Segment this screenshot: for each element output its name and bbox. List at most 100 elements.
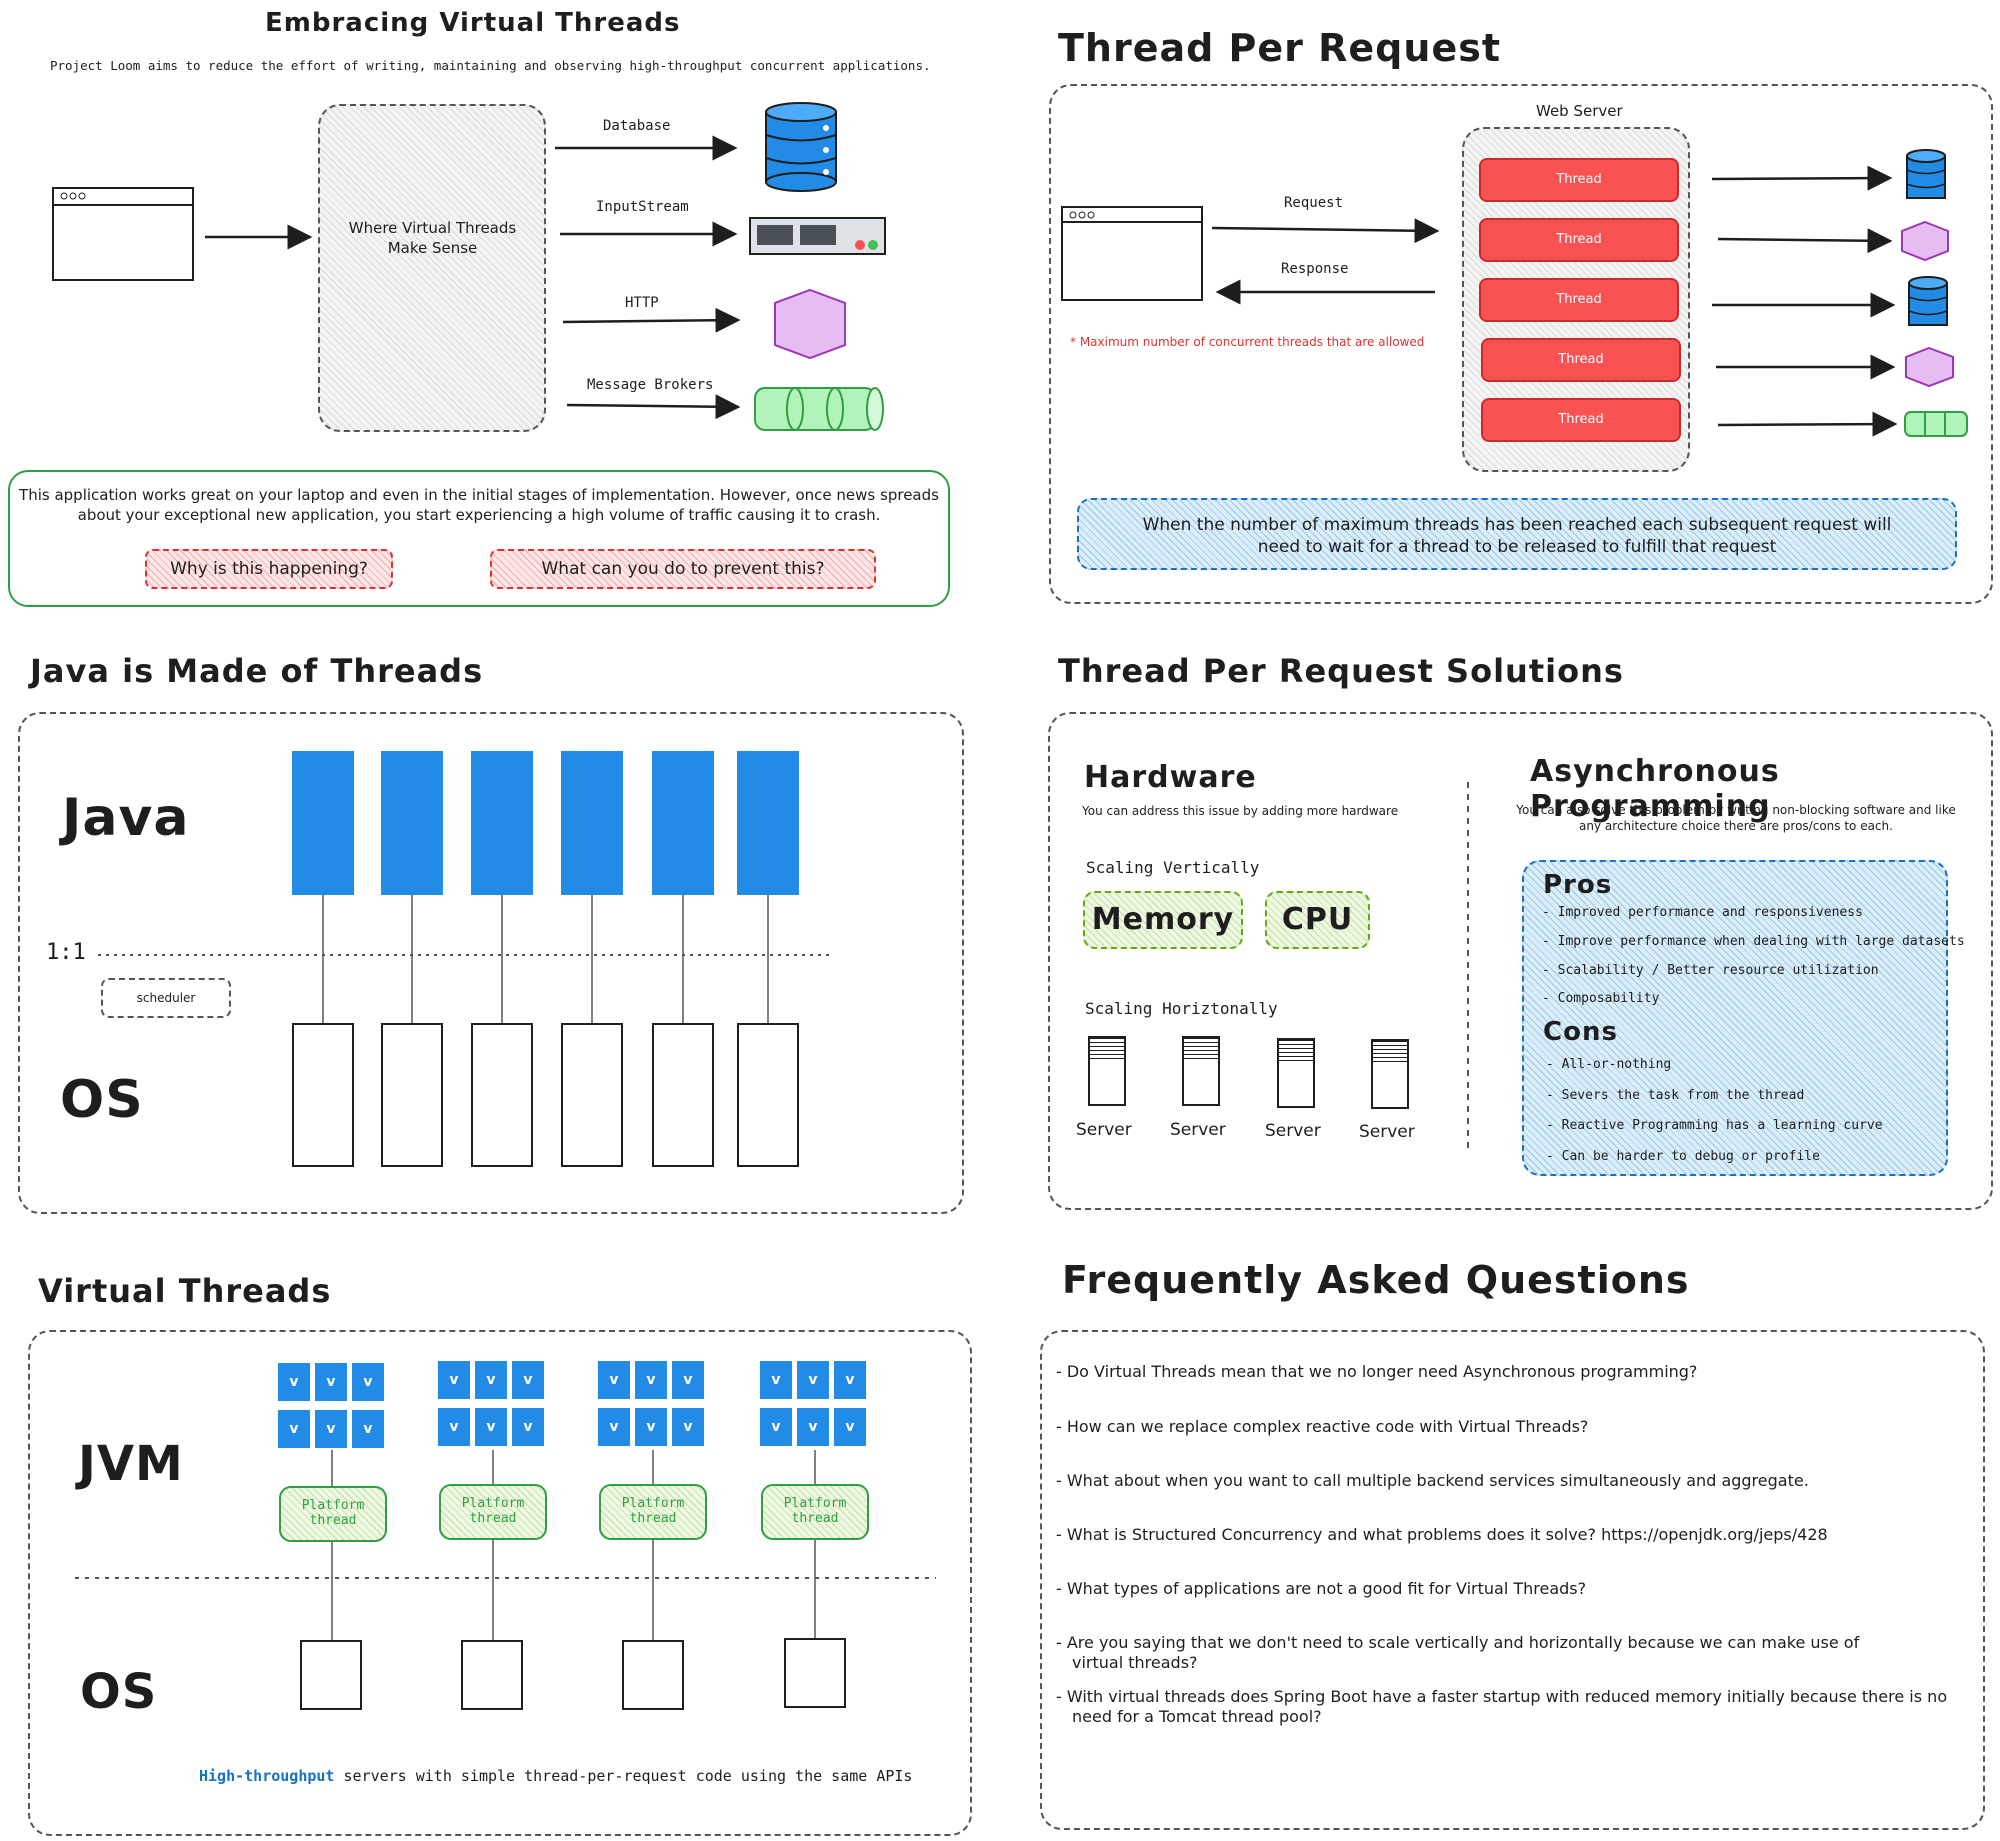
java-thread-2 [381,751,443,895]
virtual-thread: v [475,1408,507,1446]
async-subtitle: You can also solve this problem by writi… [1516,803,1956,833]
thread-2: Thread [1479,218,1679,262]
server-label-4: Server [1359,1122,1415,1142]
async-title: Asynchronous Programming [1530,754,1780,824]
virtual-thread: v [598,1408,630,1446]
faq-item-7-cont: need for a Tomcat thread pool? [1072,1707,1322,1726]
question-why: Why is this happening? [145,549,393,589]
os-thread-1 [292,1023,354,1167]
virtual-thread: v [315,1410,347,1448]
thread-3: Thread [1479,278,1679,322]
label-message-brokers: Message Brokers [587,377,714,393]
server-icon-4 [1371,1039,1409,1109]
virtual-footer: High-throughput servers with simple thre… [199,1767,912,1785]
virtual-thread: v [834,1361,866,1399]
virtual-thread: v [438,1361,470,1399]
platform-thread-2: Platform thread [439,1484,547,1540]
server-icon-1 [1088,1036,1126,1106]
cpu-chip: CPU [1265,891,1370,949]
java-thread-1 [292,751,354,895]
virtual-thread: v [635,1408,667,1446]
footer-rest: servers with simple thread-per-request c… [334,1767,913,1785]
thread-4: Thread [1481,338,1681,382]
virtual-thread: v [512,1361,544,1399]
footer-highlight: High-throughput [199,1767,335,1785]
client-browser-icon [1061,206,1203,301]
os-thread-box-1 [300,1640,362,1710]
faq-item-6-cont: virtual threads? [1072,1653,1198,1672]
solutions-panel [1048,712,1993,1210]
request-arrow [1211,218,1440,244]
scaling-vertically-label: Scaling Vertically [1086,858,1260,877]
response-label: Response [1281,261,1349,277]
java-panel [18,712,964,1214]
os-thread-3 [471,1023,533,1167]
os-thread-2 [381,1023,443,1167]
memory-chip: Memory [1083,891,1243,949]
faq-panel [1040,1330,1985,1830]
arrow-http [562,307,741,333]
server-icon-3 [1277,1038,1315,1108]
traffic-note-box [8,470,950,607]
java-thread-links [322,895,769,1025]
java-title: Java is Made of Threads [30,652,484,690]
virtual-thread: v [278,1363,310,1401]
tpr-panel [1049,84,1993,604]
ratio-label: 1:1 [46,940,86,965]
con-item-2: - Severs the task from the thread [1546,1088,1805,1103]
pro-item-2: - Improve performance when dealing with … [1542,934,1965,949]
faq-item-5: - What types of applications are not a g… [1056,1579,1587,1598]
java-thread-6 [737,751,799,895]
browser-window-icon [52,187,194,281]
server-icon-2 [1182,1036,1220,1106]
virtual-thread: v [797,1408,829,1446]
tpr-title: Thread Per Request [1058,26,1501,70]
small-database-icon-1 [1906,149,1946,199]
virtual-thread: v [352,1410,384,1448]
os-label: OS [60,1070,144,1130]
os-thread-box-2 [461,1640,523,1710]
faq-item-6: - Are you saying that we don't need to s… [1056,1633,1860,1652]
scaling-horizontally-label: Scaling Horiztonally [1085,999,1278,1018]
hardware-subtitle: You can address this issue by adding mor… [1082,804,1399,818]
label-inputstream: InputStream [596,199,689,215]
thread-5: Thread [1481,398,1681,442]
server-label-1: Server [1076,1120,1132,1140]
traffic-note: This application works great on your lap… [19,486,939,524]
pros-cons-box [1522,860,1948,1176]
virtual-thread: v [672,1361,704,1399]
hardware-title: Hardware [1084,760,1257,795]
scheduler-box: scheduler [101,978,231,1018]
os-thread-box-4 [784,1638,846,1708]
os-thread-box-3 [622,1640,684,1710]
solutions-title: Thread Per Request Solutions [1058,652,1624,690]
virtual-thread-links [331,1450,816,1642]
virtual-threads-app-box [318,104,546,432]
virtual-panel [28,1330,972,1836]
pro-item-3: - Scalability / Better resource utilizat… [1542,963,1879,978]
faq-item-2: - How can we replace complex reactive co… [1056,1417,1589,1436]
label-http: HTTP [625,295,659,311]
faq-title: Frequently Asked Questions [1062,1258,1690,1302]
virtual-thread: v [598,1361,630,1399]
message-broker-icon [754,387,884,431]
platform-thread-4: Platform thread [761,1484,869,1540]
jvm-label: JVM [78,1436,184,1492]
label-database: Database [603,118,671,134]
small-broker-icon [1904,411,1968,437]
virtual-thread: v [760,1408,792,1446]
java-thread-3 [471,751,533,895]
thread-1: Thread [1479,158,1679,202]
arrow-message-brokers [566,394,741,420]
virtual-os-label: OS [80,1664,158,1720]
web-server-label: Web Server [1536,102,1623,120]
os-thread-4 [561,1023,623,1167]
con-item-3: - Reactive Programming has a learning cu… [1546,1118,1883,1133]
server-rack-icon [749,217,886,255]
platform-thread-1: Platform thread [279,1486,387,1542]
java-label: Java [62,788,190,848]
embracing-subtitle: Project Loom aims to reduce the effort o… [50,58,931,73]
center-label: Where Virtual Threads Make Sense [348,219,517,257]
server-label-2: Server [1170,1120,1226,1140]
virtual-thread: v [438,1408,470,1446]
